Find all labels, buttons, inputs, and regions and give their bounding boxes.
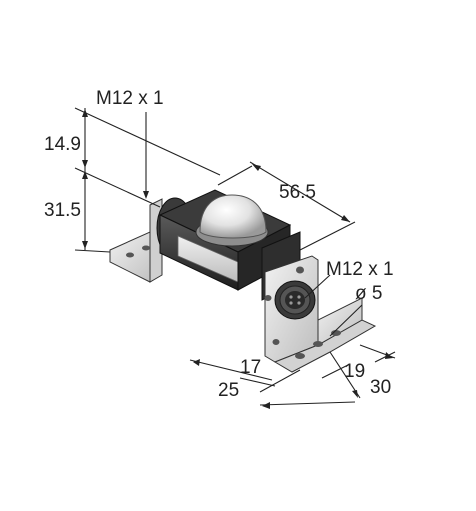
label-m12-top: M12 x 1 (96, 88, 164, 109)
left-bracket-hole (142, 245, 150, 251)
label-30: 30 (370, 377, 391, 398)
base-hole (313, 341, 323, 347)
right-bracket-hole (296, 266, 304, 274)
label-31-5: 31.5 (44, 200, 81, 221)
sensor-illustration (109, 189, 377, 373)
label-diameter-5: ø 5 (355, 283, 382, 304)
label-14-9: 14.9 (44, 134, 81, 155)
label-25: 25 (218, 380, 239, 401)
left-mounting-bracket (109, 198, 163, 283)
base-hole (295, 353, 305, 359)
label-56-5: 56.5 (279, 182, 316, 203)
left-bracket-hole (126, 252, 134, 258)
label-m12-connector: M12 x 1 (326, 259, 394, 280)
dimension-lines (74, 107, 396, 409)
right-bracket-hole (264, 295, 272, 301)
base-hole (331, 330, 341, 336)
label-17: 17 (240, 357, 261, 378)
label-19: 19 (344, 361, 365, 382)
dome-cover (199, 194, 267, 239)
right-bracket-hole (272, 339, 280, 345)
m12-connector (274, 280, 316, 320)
